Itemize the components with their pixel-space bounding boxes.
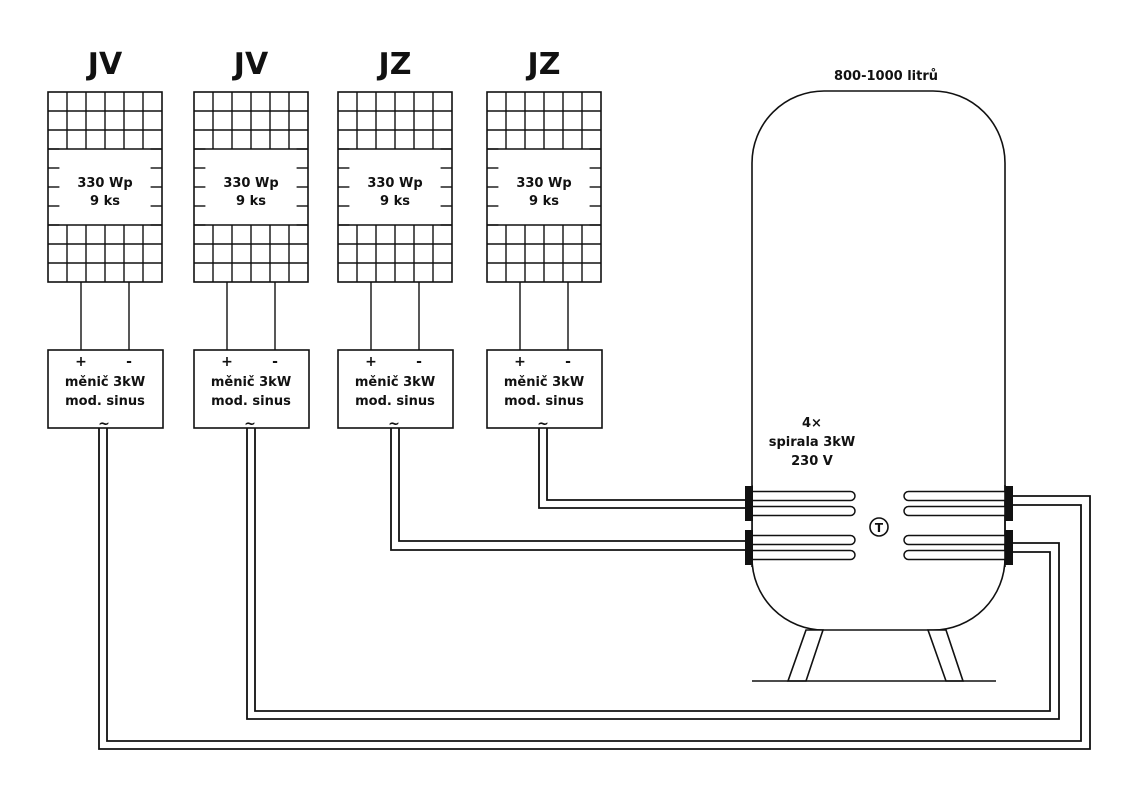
inverter-power-label: měnič 3kW (211, 375, 291, 390)
heating-coil-left (739, 490, 856, 502)
inverter-plus-terminal: + (75, 354, 87, 370)
panel-orientation-label: JV (86, 47, 123, 82)
tank-leg-left (786, 629, 825, 682)
wire-inverter-4-a (538, 428, 745, 509)
tank-leg-right (926, 629, 965, 682)
panel-power-label: 330 Wp (223, 176, 278, 191)
panel-orientation-label: JZ (377, 47, 412, 82)
inverter-box (337, 349, 454, 429)
inverter-type-label: mod. sinus (355, 394, 435, 409)
solar-panel: JV 330 Wp 9 ks (47, 47, 163, 350)
inverter: + - měnič 3kW mod. sinus ~ (193, 349, 310, 432)
inverter-box (486, 349, 603, 429)
panel-count-label: 9 ks (380, 194, 410, 209)
inverter-ac-output: ~ (537, 416, 549, 432)
heating-coil-right (903, 534, 1020, 546)
inverter-plus-terminal: + (514, 354, 526, 370)
panel-count-label: 9 ks (90, 194, 120, 209)
heating-coil-left (739, 505, 856, 517)
panel-cell-grid (194, 92, 308, 282)
connector-block-right-top (1005, 486, 1013, 521)
inverter-box (47, 349, 164, 429)
inverter-minus-terminal: - (565, 354, 571, 370)
heating-coil-left (739, 534, 856, 546)
solar-panel: JZ 330 Wp 9 ks (486, 47, 602, 350)
inverter: + - měnič 3kW mod. sinus ~ (486, 349, 603, 432)
solar-panel: JZ 330 Wp 9 ks (337, 47, 453, 350)
water-tank: 800-1000 litrů 4× spirala 3kW 230 V T (700, 69, 1046, 682)
inverter-type-label: mod. sinus (211, 394, 291, 409)
inverter-power-label: měnič 3kW (65, 375, 145, 390)
inverter: + - měnič 3kW mod. sinus ~ (337, 349, 454, 432)
inverter-ac-output: ~ (98, 416, 110, 432)
connector-block-left-bottom (745, 530, 753, 565)
panel-cell-grid (338, 92, 452, 282)
wire-inverter-4-b (546, 428, 745, 501)
inverter: + - měnič 3kW mod. sinus ~ (47, 349, 164, 432)
tank-stand (752, 629, 996, 682)
heater-voltage-label: 230 V (791, 454, 833, 469)
wire-inverter-1-a (98, 428, 1091, 750)
panel-power-label: 330 Wp (516, 176, 571, 191)
panel-orientation-label: JZ (526, 47, 561, 82)
wire-inverter-2-a (246, 428, 1060, 720)
inverter-power-label: měnič 3kW (355, 375, 435, 390)
inverter-minus-terminal: - (416, 354, 422, 370)
heating-coil-right (903, 490, 1020, 502)
wire-inverter-3-b (398, 428, 745, 542)
inverter-type-label: mod. sinus (65, 394, 145, 409)
wire-inverter-2-b (254, 428, 1051, 712)
inverter-power-label: měnič 3kW (504, 375, 584, 390)
connector-block-left-top (745, 486, 753, 521)
wire-inverter-1-b (106, 428, 1082, 742)
thermostat-icon: T (869, 517, 889, 537)
tank-body (751, 90, 1006, 631)
panel-power-label: 330 Wp (77, 176, 132, 191)
inverter-minus-terminal: - (272, 354, 278, 370)
tank-capacity-label: 800-1000 litrů (834, 69, 938, 84)
inverter-ac-output: ~ (244, 416, 256, 432)
inverter-ac-output: ~ (388, 416, 400, 432)
inverter-plus-terminal: + (365, 354, 377, 370)
inverter-box (193, 349, 310, 429)
inverter-plus-terminal: + (221, 354, 233, 370)
panel-count-label: 9 ks (529, 194, 559, 209)
inverter-type-label: mod. sinus (504, 394, 584, 409)
solar-panel: JV 330 Wp 9 ks (193, 47, 309, 350)
panel-power-label: 330 Wp (367, 176, 422, 191)
panel-count-label: 9 ks (236, 194, 266, 209)
heating-coil-right (903, 549, 1020, 561)
wire-inverter-3-a (390, 428, 745, 551)
inverters: + - měnič 3kW mod. sinus ~ + - měnič 3kW mod. si… (47, 349, 603, 432)
connector-block-right-bottom (1005, 530, 1013, 565)
inverter-minus-terminal: - (126, 354, 132, 370)
heating-coil-left (739, 549, 856, 561)
panel-cell-grid (48, 92, 162, 282)
heating-coils (700, 485, 1046, 567)
panel-cell-grid (487, 92, 601, 282)
ac-wiring (98, 428, 1091, 750)
solar-panels: JV 330 Wp 9 ks JV 330 Wp 9 ks JZ 330 Wp 9 ks JZ 33… (47, 47, 602, 350)
heating-coil-right (903, 505, 1020, 517)
heater-type-label: spirala 3kW (769, 435, 855, 450)
panel-orientation-label: JV (232, 47, 269, 82)
heater-count-label: 4× (802, 416, 822, 431)
thermostat-label: T (875, 521, 884, 535)
